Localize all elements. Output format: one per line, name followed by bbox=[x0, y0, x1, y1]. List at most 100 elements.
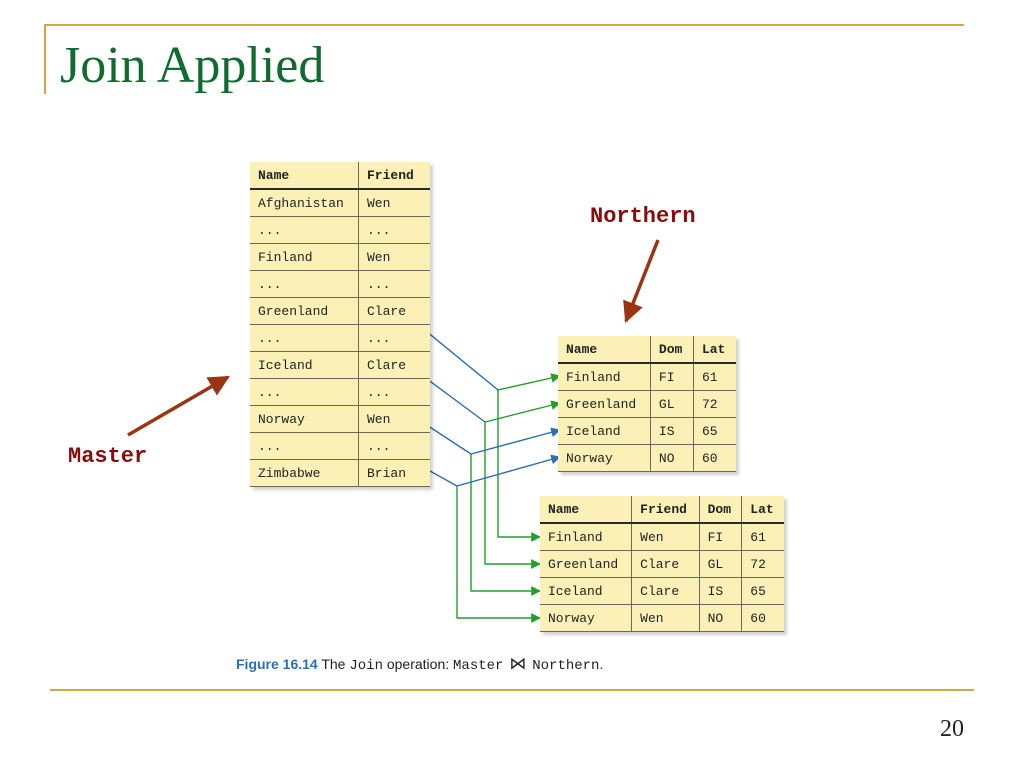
master-cell-name: ... bbox=[250, 378, 359, 406]
master-cell-name: Greenland bbox=[250, 297, 359, 325]
northern-cell-dom: FI bbox=[649, 363, 694, 391]
frame-bottom-rule bbox=[50, 689, 974, 691]
master-cell-friend: Wen bbox=[358, 405, 430, 433]
result-cell-friend: Clare bbox=[631, 577, 700, 605]
result-cell-lat: 65 bbox=[741, 577, 784, 605]
northern-cell-name: Iceland bbox=[558, 417, 651, 445]
result-table-header-row: Name Friend Dom Lat bbox=[540, 496, 784, 524]
master-cell-friend: ... bbox=[358, 216, 430, 244]
blue-connector-northern-norway bbox=[456, 454, 561, 487]
caption-left-operand: Master bbox=[453, 658, 504, 674]
result-cell-friend: Wen bbox=[631, 604, 700, 632]
master-cell-friend: Clare bbox=[358, 297, 430, 325]
master-cell-friend: ... bbox=[358, 432, 430, 460]
figure-label: Figure 16.14 bbox=[236, 656, 318, 672]
page-number: 20 bbox=[940, 716, 964, 742]
green-connector-norway bbox=[456, 486, 541, 623]
caption-op-name: Join bbox=[349, 658, 383, 674]
table-row: ...... bbox=[250, 378, 430, 406]
result-cell-dom: NO bbox=[698, 604, 742, 632]
master-label: Master bbox=[68, 444, 148, 469]
master-cell-name: Finland bbox=[250, 243, 359, 271]
result-cell-friend: Wen bbox=[631, 523, 700, 551]
result-header-friend: Friend bbox=[631, 496, 700, 524]
table-row: ...... bbox=[250, 432, 430, 460]
blue-connector-northern-iceland bbox=[470, 427, 561, 455]
figure-caption: Figure 16.14 The Join operation: Master … bbox=[236, 654, 603, 674]
northern-cell-lat: 65 bbox=[692, 417, 736, 445]
result-cell-name: Norway bbox=[540, 604, 632, 632]
northern-cell-dom: GL bbox=[649, 390, 694, 418]
northern-cell-name: Greenland bbox=[558, 390, 651, 418]
master-cell-name: Norway bbox=[250, 405, 359, 433]
slide-title: Join Applied bbox=[60, 37, 325, 94]
master-cell-name: Iceland bbox=[250, 351, 359, 379]
green-connector-iceland bbox=[470, 454, 541, 596]
result-cell-lat: 72 bbox=[741, 550, 784, 578]
northern-cell-name: Finland bbox=[558, 363, 651, 391]
master-header-name: Name bbox=[250, 162, 359, 190]
northern-cell-lat: 60 bbox=[692, 444, 736, 472]
result-cell-lat: 61 bbox=[741, 523, 784, 551]
result-cell-dom: IS bbox=[698, 577, 742, 605]
result-cell-friend: Clare bbox=[631, 550, 700, 578]
table-row: ...... bbox=[250, 216, 430, 244]
master-cell-name: ... bbox=[250, 324, 359, 352]
caption-end: . bbox=[599, 656, 604, 672]
master-cell-friend: Wen bbox=[358, 189, 430, 217]
green-connector-greenland bbox=[484, 422, 541, 569]
northern-cell-name: Norway bbox=[558, 444, 651, 472]
northern-cell-dom: IS bbox=[649, 417, 694, 445]
northern-label: Northern bbox=[590, 204, 696, 229]
master-cell-friend: ... bbox=[358, 378, 430, 406]
table-row: ...... bbox=[250, 270, 430, 298]
master-cell-friend: ... bbox=[358, 324, 430, 352]
result-cell-name: Greenland bbox=[540, 550, 632, 578]
result-cell-name: Iceland bbox=[540, 577, 632, 605]
northern-cell-lat: 61 bbox=[692, 363, 736, 391]
frame-top-rule bbox=[44, 24, 964, 26]
master-header-friend: Friend bbox=[358, 162, 430, 190]
master-cell-friend: Brian bbox=[358, 459, 430, 487]
master-cell-friend: Clare bbox=[358, 351, 430, 379]
northern-header-name: Name bbox=[558, 336, 651, 364]
green-connector-northern-finland bbox=[497, 373, 561, 391]
result-cell-lat: 60 bbox=[741, 604, 784, 632]
master-cell-name: ... bbox=[250, 432, 359, 460]
master-cell-friend: Wen bbox=[358, 243, 430, 271]
northern-cell-lat: 72 bbox=[692, 390, 736, 418]
caption-text-before: The bbox=[321, 656, 346, 672]
result-header-name: Name bbox=[540, 496, 632, 524]
join-symbol-icon: ⋈ bbox=[509, 654, 527, 673]
master-cell-name: Afghanistan bbox=[250, 189, 359, 217]
master-cell-name: ... bbox=[250, 216, 359, 244]
caption-text-middle: operation: bbox=[386, 656, 450, 672]
green-connector-finland bbox=[497, 390, 541, 542]
master-annotation-arrow bbox=[127, 375, 230, 437]
northern-header-lat: Lat bbox=[692, 336, 736, 364]
result-header-lat: Lat bbox=[741, 496, 784, 524]
result-cell-name: Finland bbox=[540, 523, 632, 551]
northern-table-header-row: Name Dom Lat bbox=[558, 336, 736, 364]
green-connector-northern-greenland bbox=[484, 400, 561, 423]
frame-left-rule bbox=[44, 24, 46, 94]
master-cell-name: Zimbabwe bbox=[250, 459, 359, 487]
northern-cell-dom: NO bbox=[649, 444, 694, 472]
master-table-header-row: Name Friend bbox=[250, 162, 430, 190]
